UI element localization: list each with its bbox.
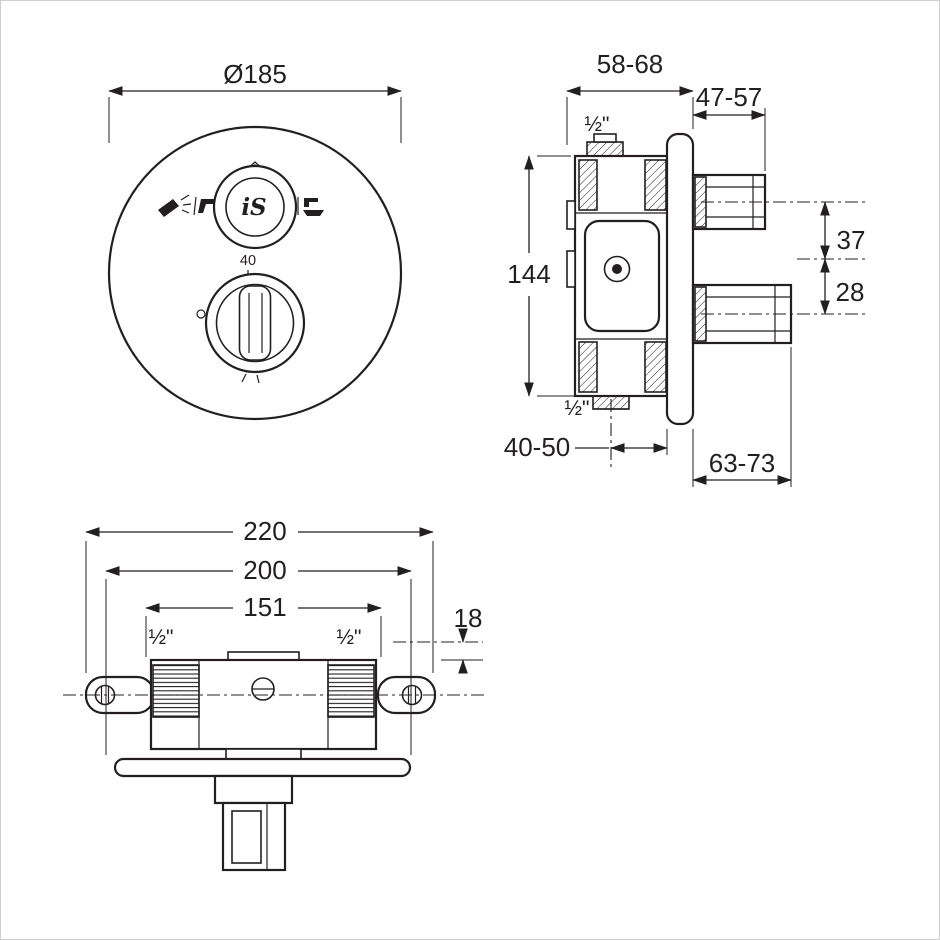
rear-depth-label: 40-50: [504, 432, 571, 462]
overall-width-dimension: 220: [85, 516, 434, 673]
top-inlet-stub: [586, 141, 624, 157]
body-width-dimension: 151: [145, 592, 382, 657]
top-connection-label: ½": [585, 113, 610, 136]
height-dimension: 144: [507, 155, 587, 397]
diverter-knob: iS: [212, 161, 298, 250]
faceplate-width-dimension: 200: [105, 555, 412, 755]
bath-fill-icon: [303, 198, 324, 216]
wall-flange-edge: [665, 132, 695, 426]
bath-spout-icon: [198, 199, 214, 213]
temp-40-label: 40: [240, 253, 256, 269]
front-diameter-dimension: Ø185: [108, 59, 402, 143]
upper-spacing-label: 37: [837, 225, 866, 255]
overall-width-label: 220: [243, 516, 286, 546]
bottom-connection-label: ½": [565, 397, 590, 420]
body-step-upper: [566, 200, 576, 230]
left-threaded-connection: [152, 664, 200, 718]
lower-spacing-label: 28: [836, 277, 865, 307]
right-threaded-connection: [327, 664, 375, 718]
outlet-spacing-dimensions: 37 28: [820, 201, 866, 315]
upper-outlet-depth-dimension: 47-57: [692, 82, 766, 171]
body-width-label: 151: [243, 592, 286, 622]
faceplate-width-label: 200: [243, 555, 286, 585]
outlet-offset-dimension: 18: [393, 603, 483, 674]
upper-outlet-depth-label: 47-57: [696, 82, 763, 112]
side-view: 58-68 47-57 ½" 144 37 28 ½" 40-50: [504, 49, 867, 487]
front-diameter-label: Ø185: [223, 59, 287, 89]
temperature-knob: [196, 272, 306, 384]
body-step-lower: [566, 250, 576, 288]
outlet-spout: [213, 774, 294, 872]
front-view: iS 40: [107, 59, 403, 421]
body-height-label: 144: [507, 259, 550, 289]
left-connection-label: ½": [149, 626, 174, 649]
knob-index-dot: [196, 309, 206, 319]
rear-depth-dimension: 40-50: [504, 429, 668, 462]
bottom-view: 220 200 151 ½" ½" 18: [63, 516, 485, 872]
depth-dimension: 58-68: [566, 49, 694, 145]
lower-outlet-depth-dimension: 63-73: [692, 347, 792, 487]
icon-separator-left: [193, 196, 197, 216]
diverter-knob-inner: [225, 177, 285, 237]
brand-logo: iS: [241, 194, 266, 221]
right-connection-label: ½": [337, 626, 362, 649]
handshower-icon: [158, 194, 192, 217]
body-neck: [225, 748, 302, 760]
body-depth-label: 58-68: [597, 49, 664, 79]
faceplate-edge-plan: [113, 757, 412, 778]
top-inlet-cap: [593, 133, 617, 143]
temperature-knob-grip: [238, 285, 272, 361]
lower-outlet-depth-label: 63-73: [709, 448, 776, 478]
outlet-offset-label: 18: [454, 603, 483, 633]
